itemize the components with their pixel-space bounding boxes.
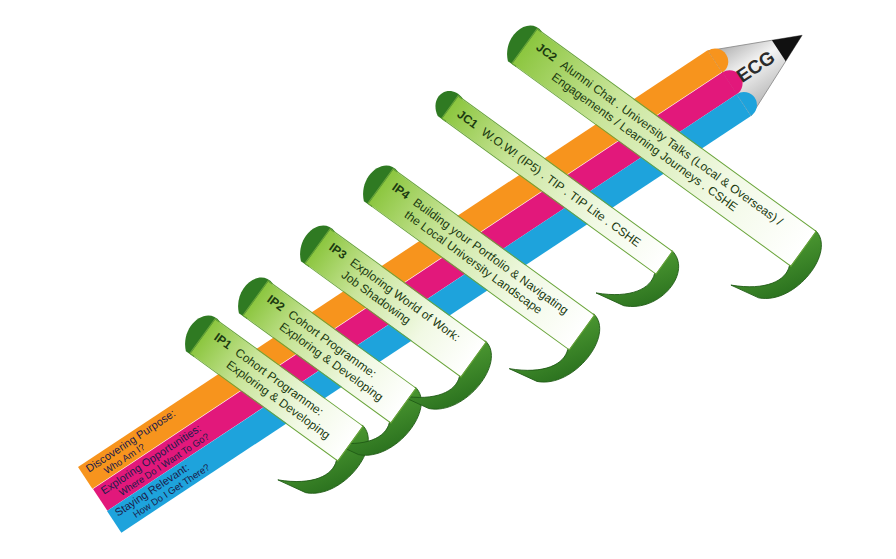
stage-tag: IP2: [264, 292, 287, 315]
stage-tag: IP1: [211, 330, 234, 353]
stage-tag: IP4: [389, 180, 412, 203]
stage-tag: JC1: [454, 107, 481, 132]
stage-tag: IP3: [326, 240, 349, 263]
stage-tag: JC2: [533, 40, 560, 65]
pencil-lead: [772, 25, 809, 61]
